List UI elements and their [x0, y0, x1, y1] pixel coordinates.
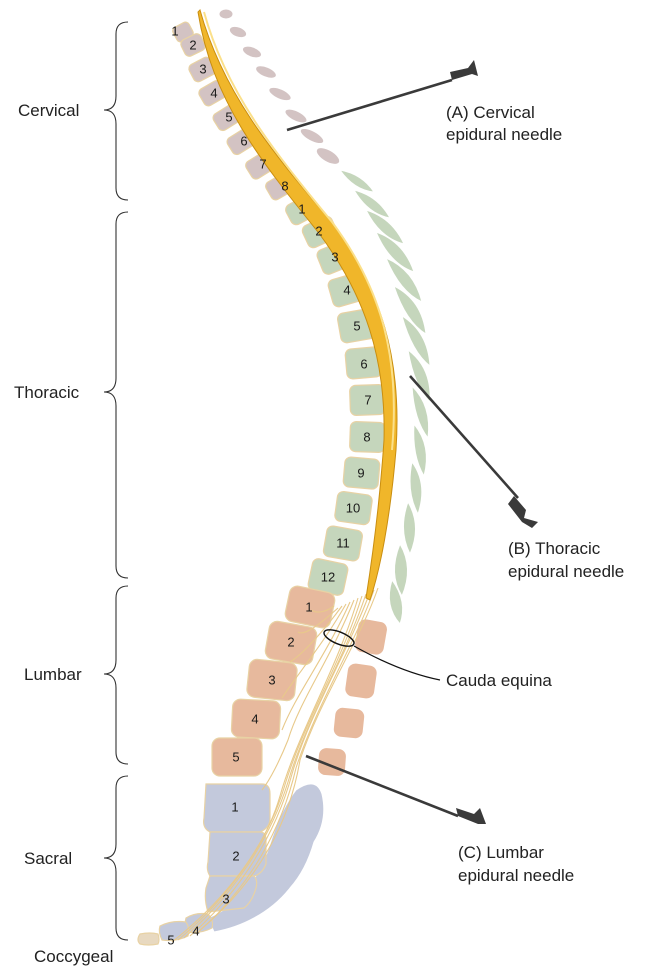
callout-thoracic-needle: (B) Thoracic epidural needle [508, 539, 624, 581]
thoracic-bracket [104, 212, 128, 578]
region-label-cervical: Cervical [18, 101, 79, 120]
vertebra-number: 1 [298, 201, 305, 216]
vertebra-number: 3 [222, 891, 229, 906]
vertebra-number: 1 [171, 23, 178, 38]
vertebra-number: 3 [331, 249, 338, 264]
spinal-cord-highlight [204, 12, 394, 450]
vertebra-number: 4 [192, 923, 199, 938]
vertebra-number: 4 [210, 85, 217, 100]
vertebra-number: 7 [364, 392, 371, 407]
needle-c [306, 756, 486, 824]
vertebra-number: 8 [363, 429, 370, 444]
lumbar-bracket [104, 586, 128, 764]
vertebra-number: 5 [353, 318, 360, 333]
region-label-sacral: Sacral [24, 849, 72, 868]
vertebra-number: 5 [232, 749, 239, 764]
callout-cervical-needle: (A) Cervical epidural needle [446, 103, 562, 144]
vertebra-number: 2 [315, 223, 322, 238]
cervical-bracket [104, 22, 128, 200]
vertebra-number: 2 [232, 848, 239, 863]
vertebra-number: 4 [343, 282, 350, 297]
vertebra-number: 5 [225, 109, 232, 124]
vertebra-number: 6 [360, 356, 367, 371]
vertebra-number: 11 [336, 535, 350, 550]
vertebra-number: 1 [305, 599, 312, 614]
vertebra-number: 6 [240, 133, 247, 148]
vertebra-number: 7 [259, 156, 266, 171]
vertebra-number: 4 [251, 711, 258, 726]
vertebra-number: 12 [321, 569, 335, 584]
needle-b [410, 376, 538, 528]
vertebra-number: 5 [167, 932, 174, 947]
callout-lumbar-needle: (C) Lumbar epidural needle [458, 843, 574, 885]
vertebra-number: 8 [281, 178, 288, 193]
vertebra-number: 9 [357, 465, 364, 480]
region-label-thoracic: Thoracic [14, 383, 80, 402]
vertebra-number: 2 [189, 37, 196, 52]
region-label-lumbar: Lumbar [24, 665, 82, 684]
vertebra-number: 1 [231, 799, 238, 814]
vertebra-number: 10 [346, 500, 360, 515]
vertebra-number: 2 [287, 634, 294, 649]
callout-cauda-equina: Cauda equina [446, 671, 552, 690]
sacral-bracket [104, 776, 128, 940]
region-brackets [104, 22, 128, 940]
vertebra-number: 3 [268, 672, 275, 687]
region-label-coccygeal: Coccygeal [34, 947, 113, 966]
vertebra-number: 3 [199, 61, 206, 76]
